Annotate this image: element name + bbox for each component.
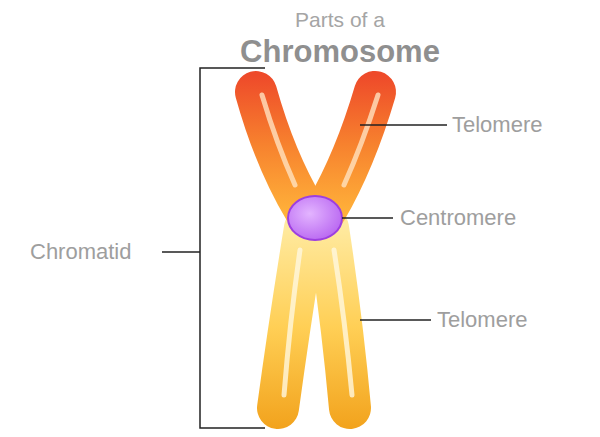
- chromatid-arm: [326, 92, 375, 210]
- part-label: Telomere: [452, 112, 542, 138]
- arm-highlight: [284, 250, 300, 395]
- leader-line: [360, 319, 431, 321]
- part-label: Chromatid: [30, 239, 131, 265]
- leader-line: [342, 217, 393, 219]
- part-label: Centromere: [400, 205, 516, 231]
- leader-line: [360, 124, 447, 126]
- leader-line: [162, 251, 200, 253]
- chromatid-arm: [328, 228, 350, 408]
- chromatid-arm: [256, 92, 305, 210]
- diagram-title: Parts of a Chromosome: [235, 4, 445, 68]
- chromatid-arm: [278, 228, 305, 408]
- part-label: Telomere: [437, 307, 527, 333]
- centromere-shape: [288, 196, 342, 240]
- arm-highlight: [334, 250, 352, 395]
- arm-highlight: [262, 95, 295, 185]
- arm-highlight: [344, 95, 378, 185]
